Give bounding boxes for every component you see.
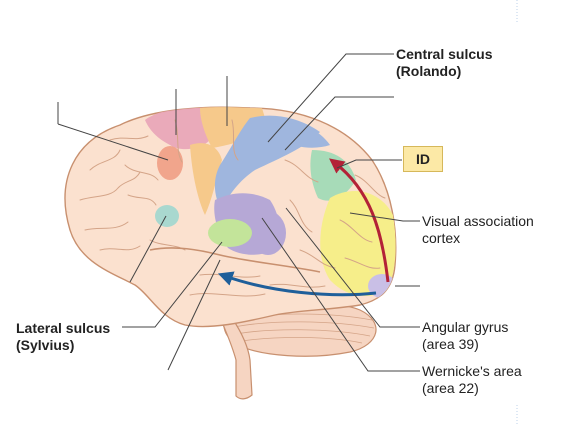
leader-angular-gyrus [285, 207, 420, 328]
lateral-sulcus-line1: Lateral sulcus [16, 320, 111, 336]
brainstem [221, 317, 253, 400]
wernicke-line2: (area 22) [422, 380, 479, 396]
region-angular-lavender [250, 211, 286, 255]
region-motor-orange [200, 107, 268, 148]
region-premotor-orange-strip [190, 143, 222, 215]
region-broca-teal [155, 205, 179, 227]
angular-gyrus-label: Angular gyrus (area 39) [422, 319, 508, 353]
visual-association-line1: Visual association [422, 213, 534, 229]
leader-left-short [129, 215, 167, 283]
lateral-sulcus-label: Lateral sulcus (Sylvius) [16, 320, 110, 354]
red-curved-arrow [329, 158, 390, 283]
id-box: ID [403, 146, 443, 172]
region-frontal-eye-salmon [157, 146, 183, 180]
leader-lateral-sulcus [122, 241, 223, 328]
region-auditory-green [208, 219, 252, 247]
angular-gyrus-line2: (area 39) [422, 336, 479, 352]
leader-top-left-diagonal [57, 123, 169, 161]
leader-lines [57, 53, 420, 372]
leader-bottom-left [167, 259, 221, 371]
wernicke-label: Wernicke's area (area 22) [422, 363, 522, 397]
blue-curved-arrow [217, 271, 377, 297]
region-prefrontal-pink [145, 107, 215, 150]
visual-association-line2: cortex [422, 230, 461, 246]
wernicke-line1: Wernicke's area [422, 363, 522, 379]
region-parietal-blue-upper [270, 122, 330, 148]
leader-id [336, 159, 402, 169]
central-sulcus-line1: Central sulcus [396, 46, 493, 62]
visual-association-label: Visual association cortex [422, 213, 534, 247]
central-sulcus-label: Central sulcus (Rolando) [396, 46, 492, 80]
central-sulcus-line2: (Rolando) [396, 63, 462, 79]
leader-visual-association [349, 212, 420, 222]
leader-wernicke [261, 217, 420, 372]
leader-central-sulcus [267, 53, 394, 143]
gyri-texture [79, 119, 386, 297]
angular-gyrus-line1: Angular gyrus [422, 319, 509, 335]
lateral-sulcus-line2: (Sylvius) [16, 337, 75, 353]
leader-parietal [284, 96, 394, 151]
lateral-sulcus-line [149, 247, 321, 273]
